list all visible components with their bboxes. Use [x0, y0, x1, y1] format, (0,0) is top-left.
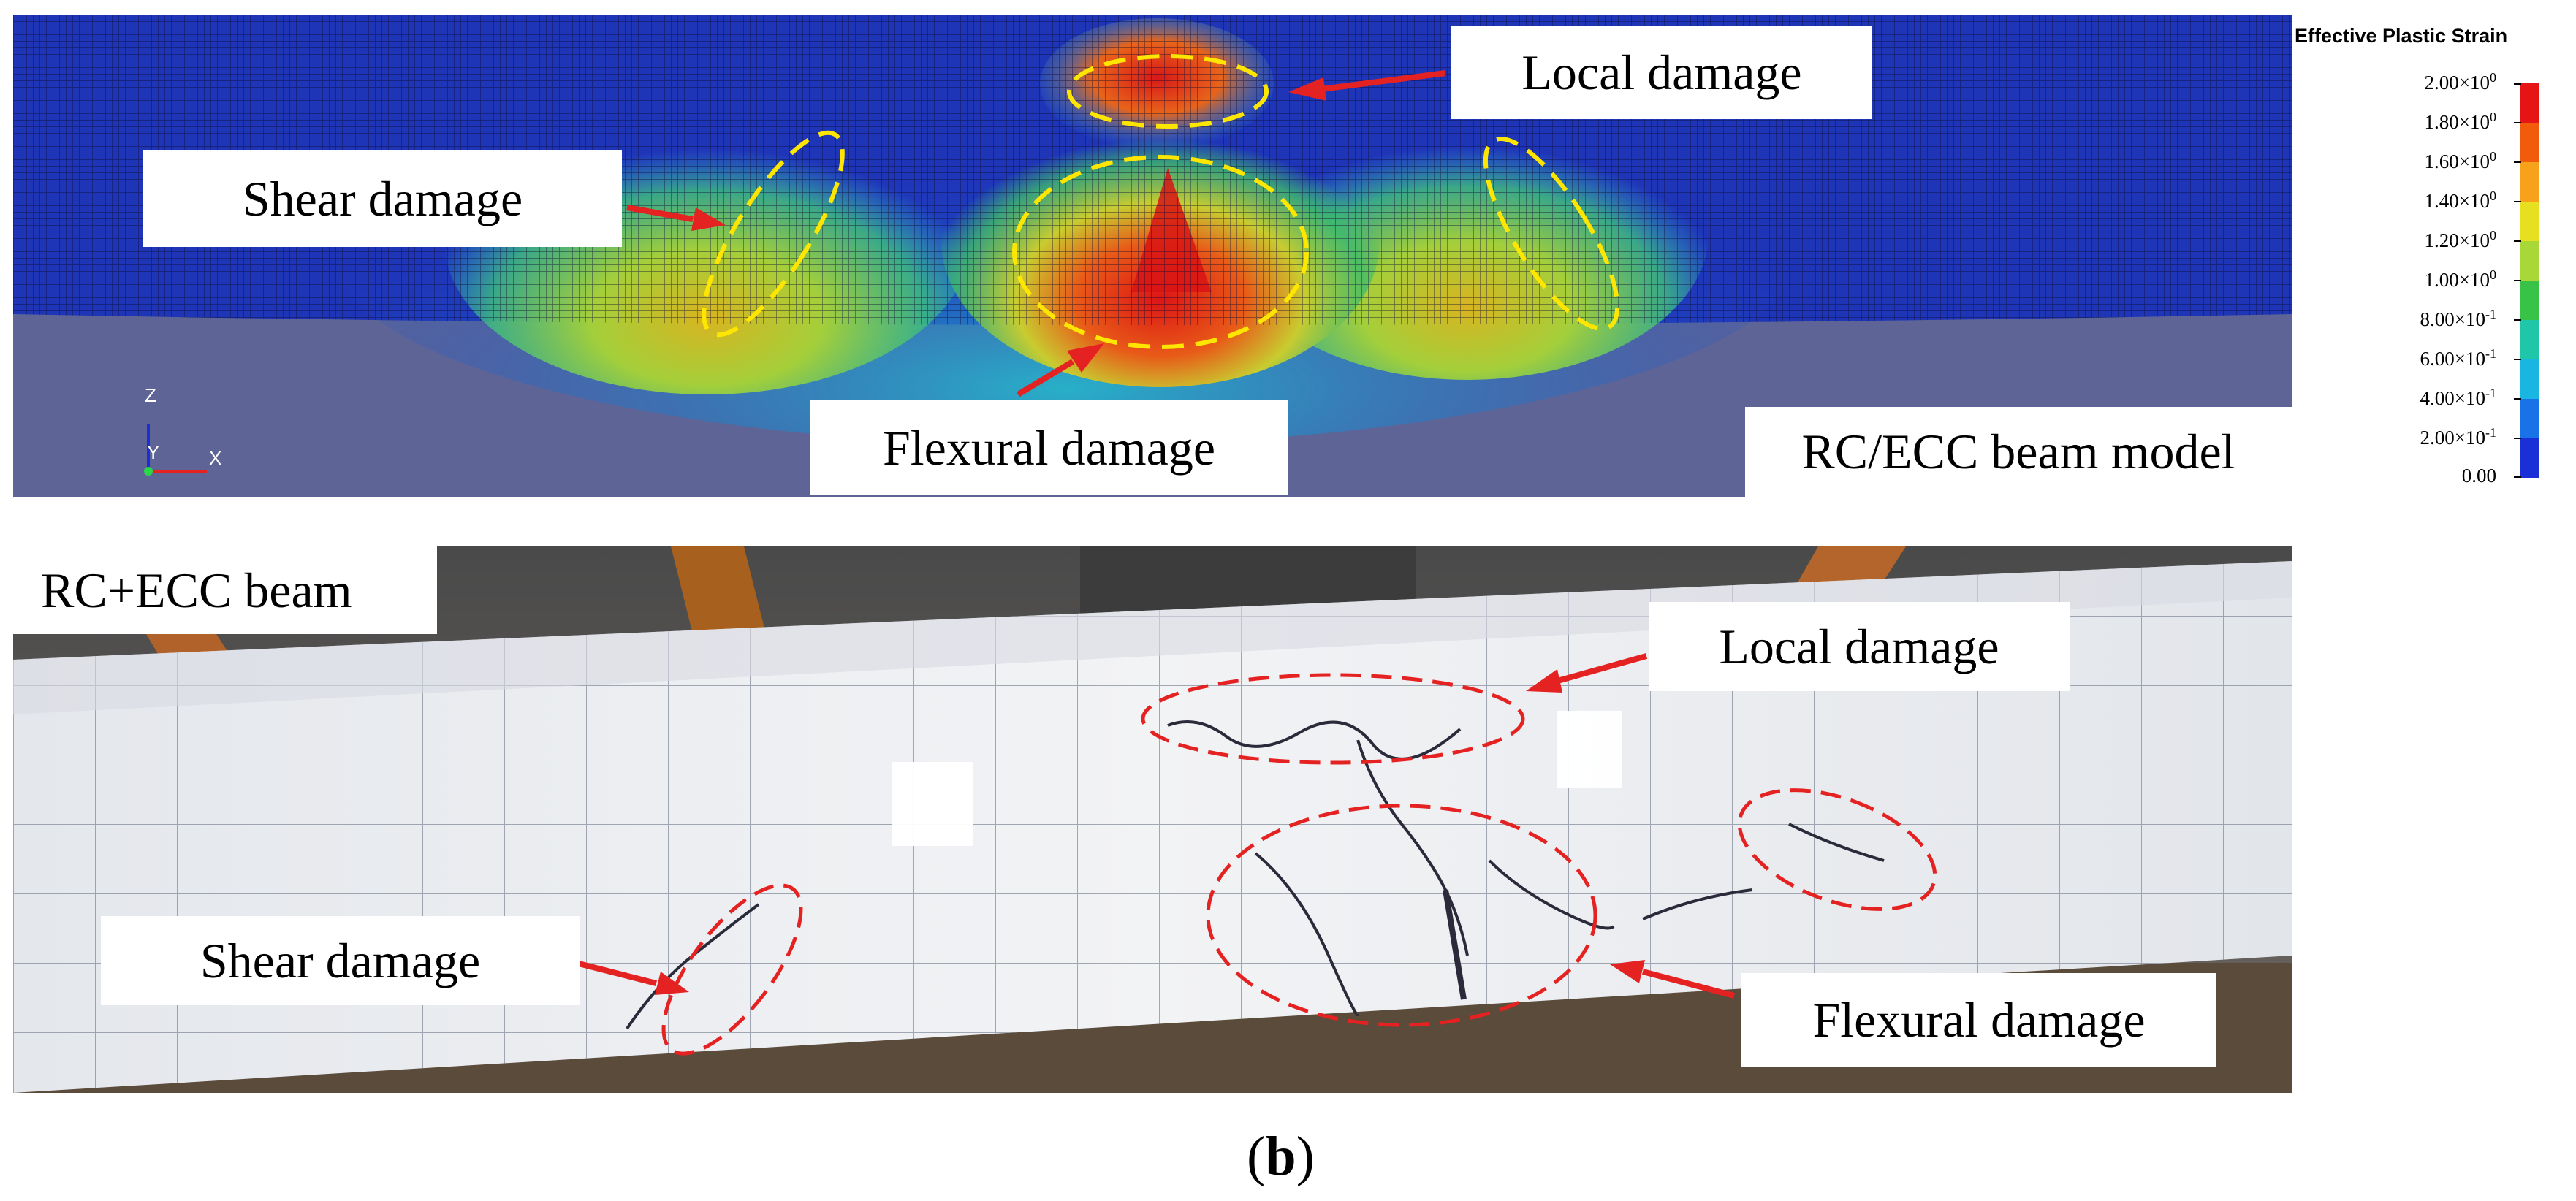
- colorbar-segment: [2520, 438, 2539, 478]
- legend-tick-label: 1.00×100: [2372, 267, 2496, 291]
- legend-tick-exponent: -1: [2485, 425, 2496, 440]
- colorbar-segment: [2520, 359, 2539, 400]
- sim-local-damage-label: Local damage: [1451, 26, 1872, 119]
- legend-tick-mantissa: 4.00×10: [2420, 387, 2485, 409]
- axis-y-label: Y: [147, 441, 160, 463]
- legend-tick-mantissa: 1.80×10: [2424, 111, 2490, 133]
- cracks: [626, 720, 1885, 1030]
- legend-tick-label: 0.00: [2372, 465, 2496, 487]
- photo-beam-label: RC+ECC beam: [13, 546, 437, 634]
- photo-arrow-local: [1554, 653, 1648, 685]
- arrow-shear: [626, 205, 694, 222]
- legend-tick-label: 2.00×10-1: [2372, 425, 2496, 449]
- photo-local-damage-ellipse: [1141, 673, 1525, 765]
- colorbar-svg: [2514, 83, 2539, 478]
- beam-photo: [13, 546, 2292, 1093]
- flexural-damage-ellipse: [1012, 155, 1309, 349]
- colorbar-segment: [2520, 162, 2539, 202]
- legend-tick-label: 1.40×100: [2372, 188, 2496, 213]
- legend-tick-exponent: 0: [2490, 149, 2496, 164]
- legend-tick-label: 6.00×10-1: [2372, 346, 2496, 370]
- shear-damage-ellipse-right: [1483, 137, 1620, 331]
- legend-tick-mantissa: 8.00×10: [2420, 308, 2485, 330]
- panel-label-letter: b: [1265, 1126, 1296, 1187]
- local-damage-ellipse: [1067, 54, 1269, 129]
- legend-tick-mantissa: 2.00×10: [2420, 427, 2485, 449]
- colorbar-segment: [2520, 320, 2539, 360]
- legend-tick-exponent: 0: [2490, 110, 2496, 124]
- photo-right-damage-ellipse: [1737, 788, 1937, 911]
- legend-tick-exponent: 0: [2490, 70, 2496, 85]
- photo-arrow-flexural: [1641, 969, 1736, 999]
- colorbar-segment: [2520, 83, 2539, 123]
- highlight-ellipses: [702, 54, 1620, 349]
- legend-tick-mantissa: 0.00: [2461, 465, 2496, 487]
- photo-flexural-damage-ellipse: [1206, 804, 1597, 1027]
- photo-flexural-damage-label: Flexural damage: [1741, 973, 2216, 1067]
- axis-z-label: Z: [145, 384, 156, 406]
- legend-tick-mantissa: 1.40×10: [2424, 190, 2490, 212]
- legend-tick-label: 1.60×100: [2372, 149, 2496, 173]
- colorbar-segment: [2520, 241, 2539, 281]
- legend-tick-mantissa: 1.00×10: [2424, 269, 2490, 291]
- axis-triad-icon: [144, 424, 207, 476]
- photo-arrows: [575, 653, 1736, 999]
- legend-colorbar: [2514, 83, 2539, 478]
- sim-model-label: RC/ECC beam model: [1745, 407, 2292, 497]
- legend-tick-label: 4.00×10-1: [2372, 386, 2496, 410]
- legend-tick-mantissa: 1.20×10: [2424, 229, 2490, 251]
- legend-tick-mantissa: 6.00×10: [2420, 348, 2485, 370]
- colorbar-segment: [2520, 399, 2539, 439]
- photo-shear-damage-ellipse: [661, 883, 803, 1056]
- photo-local-damage-label: Local damage: [1649, 602, 2070, 691]
- legend-tick-exponent: 0: [2490, 228, 2496, 243]
- legend-tick-exponent: 0: [2490, 267, 2496, 282]
- photo-shear-damage-label: Shear damage: [101, 916, 580, 1005]
- photo-panel: RC+ECC beam Local damage Shear damage Fl…: [13, 546, 2292, 1093]
- legend-tick-mantissa: 1.60×10: [2424, 150, 2490, 172]
- legend-tick-mantissa: 2.00×10: [2424, 72, 2490, 94]
- legend-tick-label: 1.80×100: [2372, 110, 2496, 134]
- legend-title: Effective Plastic Strain: [2295, 25, 2508, 47]
- simulation-arrows: [626, 70, 1446, 397]
- arrow-local: [1321, 70, 1446, 92]
- colorbar-segment: [2520, 281, 2539, 321]
- shear-damage-ellipse-left: [702, 130, 845, 338]
- legend-tick-exponent: -1: [2485, 307, 2496, 321]
- legend-tick-exponent: -1: [2485, 386, 2496, 400]
- legend-tick-label: 1.20×100: [2372, 228, 2496, 252]
- axis-x-label: X: [209, 447, 222, 469]
- panel-label: (b): [1247, 1126, 1315, 1187]
- colorbar-segment: [2520, 123, 2539, 163]
- sim-shear-damage-label: Shear damage: [143, 150, 622, 247]
- legend-tick-label: 2.00×100: [2372, 70, 2496, 94]
- arrow-flexural: [1016, 359, 1075, 397]
- legend-tick-exponent: 0: [2490, 188, 2496, 203]
- sim-flexural-damage-label: Flexural damage: [810, 400, 1288, 495]
- simulation-panel: Z Y X Local damage Shear damage Flexural…: [13, 15, 2292, 497]
- legend-tick-label: 8.00×10-1: [2372, 307, 2496, 331]
- legend-tick-exponent: -1: [2485, 346, 2496, 361]
- photo-arrow-shear: [575, 960, 657, 986]
- colorbar-segment: [2520, 202, 2539, 242]
- photo-damage-ellipses: [661, 673, 1937, 1056]
